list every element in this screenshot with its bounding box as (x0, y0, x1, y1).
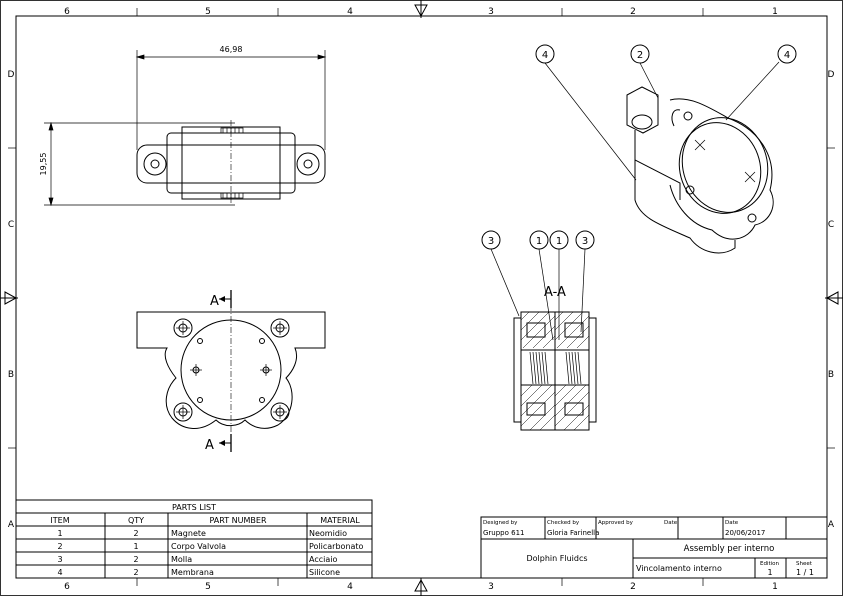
row-1-qty: 2 (133, 529, 138, 538)
balloon-magnet-left: 1 (536, 236, 542, 247)
designed-by-label: Designed by (483, 520, 518, 526)
parts-list: PARTS LIST ITEM QTY PART NUMBER MATERIAL… (15, 499, 373, 579)
edition-label: Edition (760, 561, 780, 567)
section-view: A-A (481, 230, 597, 431)
row-1-item: 1 (57, 529, 62, 538)
section-cut-label-top: A (210, 294, 219, 309)
plan-view: A A (136, 290, 326, 453)
zone-labels: 6 5 4 3 2 1 6 5 4 3 2 1 D C B A D C B A (8, 7, 835, 592)
edition-value: 1 (767, 568, 772, 577)
parts-list-title: PARTS LIST (172, 503, 216, 512)
header-qty: QTY (128, 516, 144, 525)
date-value: 20/06/2017 (725, 529, 765, 537)
zone-bottom-6: 6 (64, 582, 70, 592)
zone-bottom-1: 1 (772, 582, 778, 592)
zone-left-D: D (8, 70, 15, 80)
row-2-item: 2 (57, 542, 62, 551)
row-2-material: Policarbonato (309, 542, 364, 551)
zone-left-B: B (8, 370, 14, 380)
row-3-item: 3 (57, 555, 62, 564)
iso-balloons: 4 2 4 (535, 44, 797, 64)
front-view: 46,98 19,55 (39, 45, 327, 207)
sheet-value: 1 / 1 (796, 568, 814, 577)
checked-by-label: Checked by (547, 520, 580, 526)
row-1-material: Neomidio (309, 529, 347, 538)
row-3-qty: 2 (133, 555, 138, 564)
header-item: ITEM (50, 516, 69, 525)
row-4-qty: 2 (133, 568, 138, 577)
dimension-width: 46,98 (220, 45, 243, 54)
isometric-view: 4 2 4 (535, 44, 797, 254)
zone-bottom-3: 3 (488, 582, 494, 592)
row-4-part: Membrana (171, 568, 214, 577)
zone-right-C: C (828, 220, 834, 230)
zone-right-A: A (828, 520, 835, 530)
sheet-label: Sheet (796, 561, 813, 567)
zone-top-2: 2 (630, 7, 636, 17)
header-material: MATERIAL (320, 516, 360, 525)
company-name: Dolphin Fluidcs (526, 554, 587, 563)
zone-top-4: 4 (347, 7, 353, 17)
date-label-approved: Date (664, 520, 678, 526)
row-3-material: Acciaio (309, 555, 337, 564)
section-view-label: A-A (544, 285, 566, 300)
drawing-title: Assembly per interno (684, 544, 775, 554)
title-block: Designed by Checked by Approved by Date … (480, 516, 828, 579)
zone-bottom-5: 5 (205, 582, 211, 592)
approved-by-label: Approved by (598, 520, 634, 526)
spring-coils (529, 351, 582, 385)
zone-top-3: 3 (488, 7, 494, 17)
zone-left-A: A (8, 520, 15, 530)
date-label: Date (725, 520, 739, 526)
balloon-magnet-right: 1 (556, 236, 562, 247)
balloon-valve-body: 2 (637, 50, 643, 61)
balloon-membrane-left: 4 (542, 50, 548, 61)
balloon-membrane-right: 4 (784, 50, 790, 61)
zone-right-B: B (828, 370, 834, 380)
row-4-material: Silicone (309, 568, 340, 577)
zone-bottom-2: 2 (630, 582, 636, 592)
balloon-spring-right: 3 (582, 236, 588, 247)
zone-top-5: 5 (205, 7, 211, 17)
designed-by-value: Gruppo 611 (483, 529, 525, 537)
dimension-height: 19,55 (39, 153, 48, 176)
zone-bottom-4: 4 (347, 582, 353, 592)
zone-right-D: D (828, 70, 835, 80)
zone-top-6: 6 (64, 7, 70, 17)
drawing-subtitle: Vincolamento interno (636, 564, 722, 573)
zone-left-C: C (8, 220, 14, 230)
checked-by-value: Gloria Farinella (547, 529, 599, 537)
zone-top-1: 1 (772, 7, 778, 17)
row-4-item: 4 (57, 568, 62, 577)
section-balloons: 3 1 1 3 (481, 230, 595, 250)
row-2-qty: 1 (133, 542, 138, 551)
row-3-part: Molla (171, 555, 192, 564)
section-cut-label-bottom: A (205, 438, 214, 453)
header-part-number: PART NUMBER (209, 516, 266, 525)
row-2-part: Corpo Valvola (171, 542, 226, 551)
row-1-part: Magnete (171, 529, 206, 538)
balloon-spring-left: 3 (488, 236, 494, 247)
